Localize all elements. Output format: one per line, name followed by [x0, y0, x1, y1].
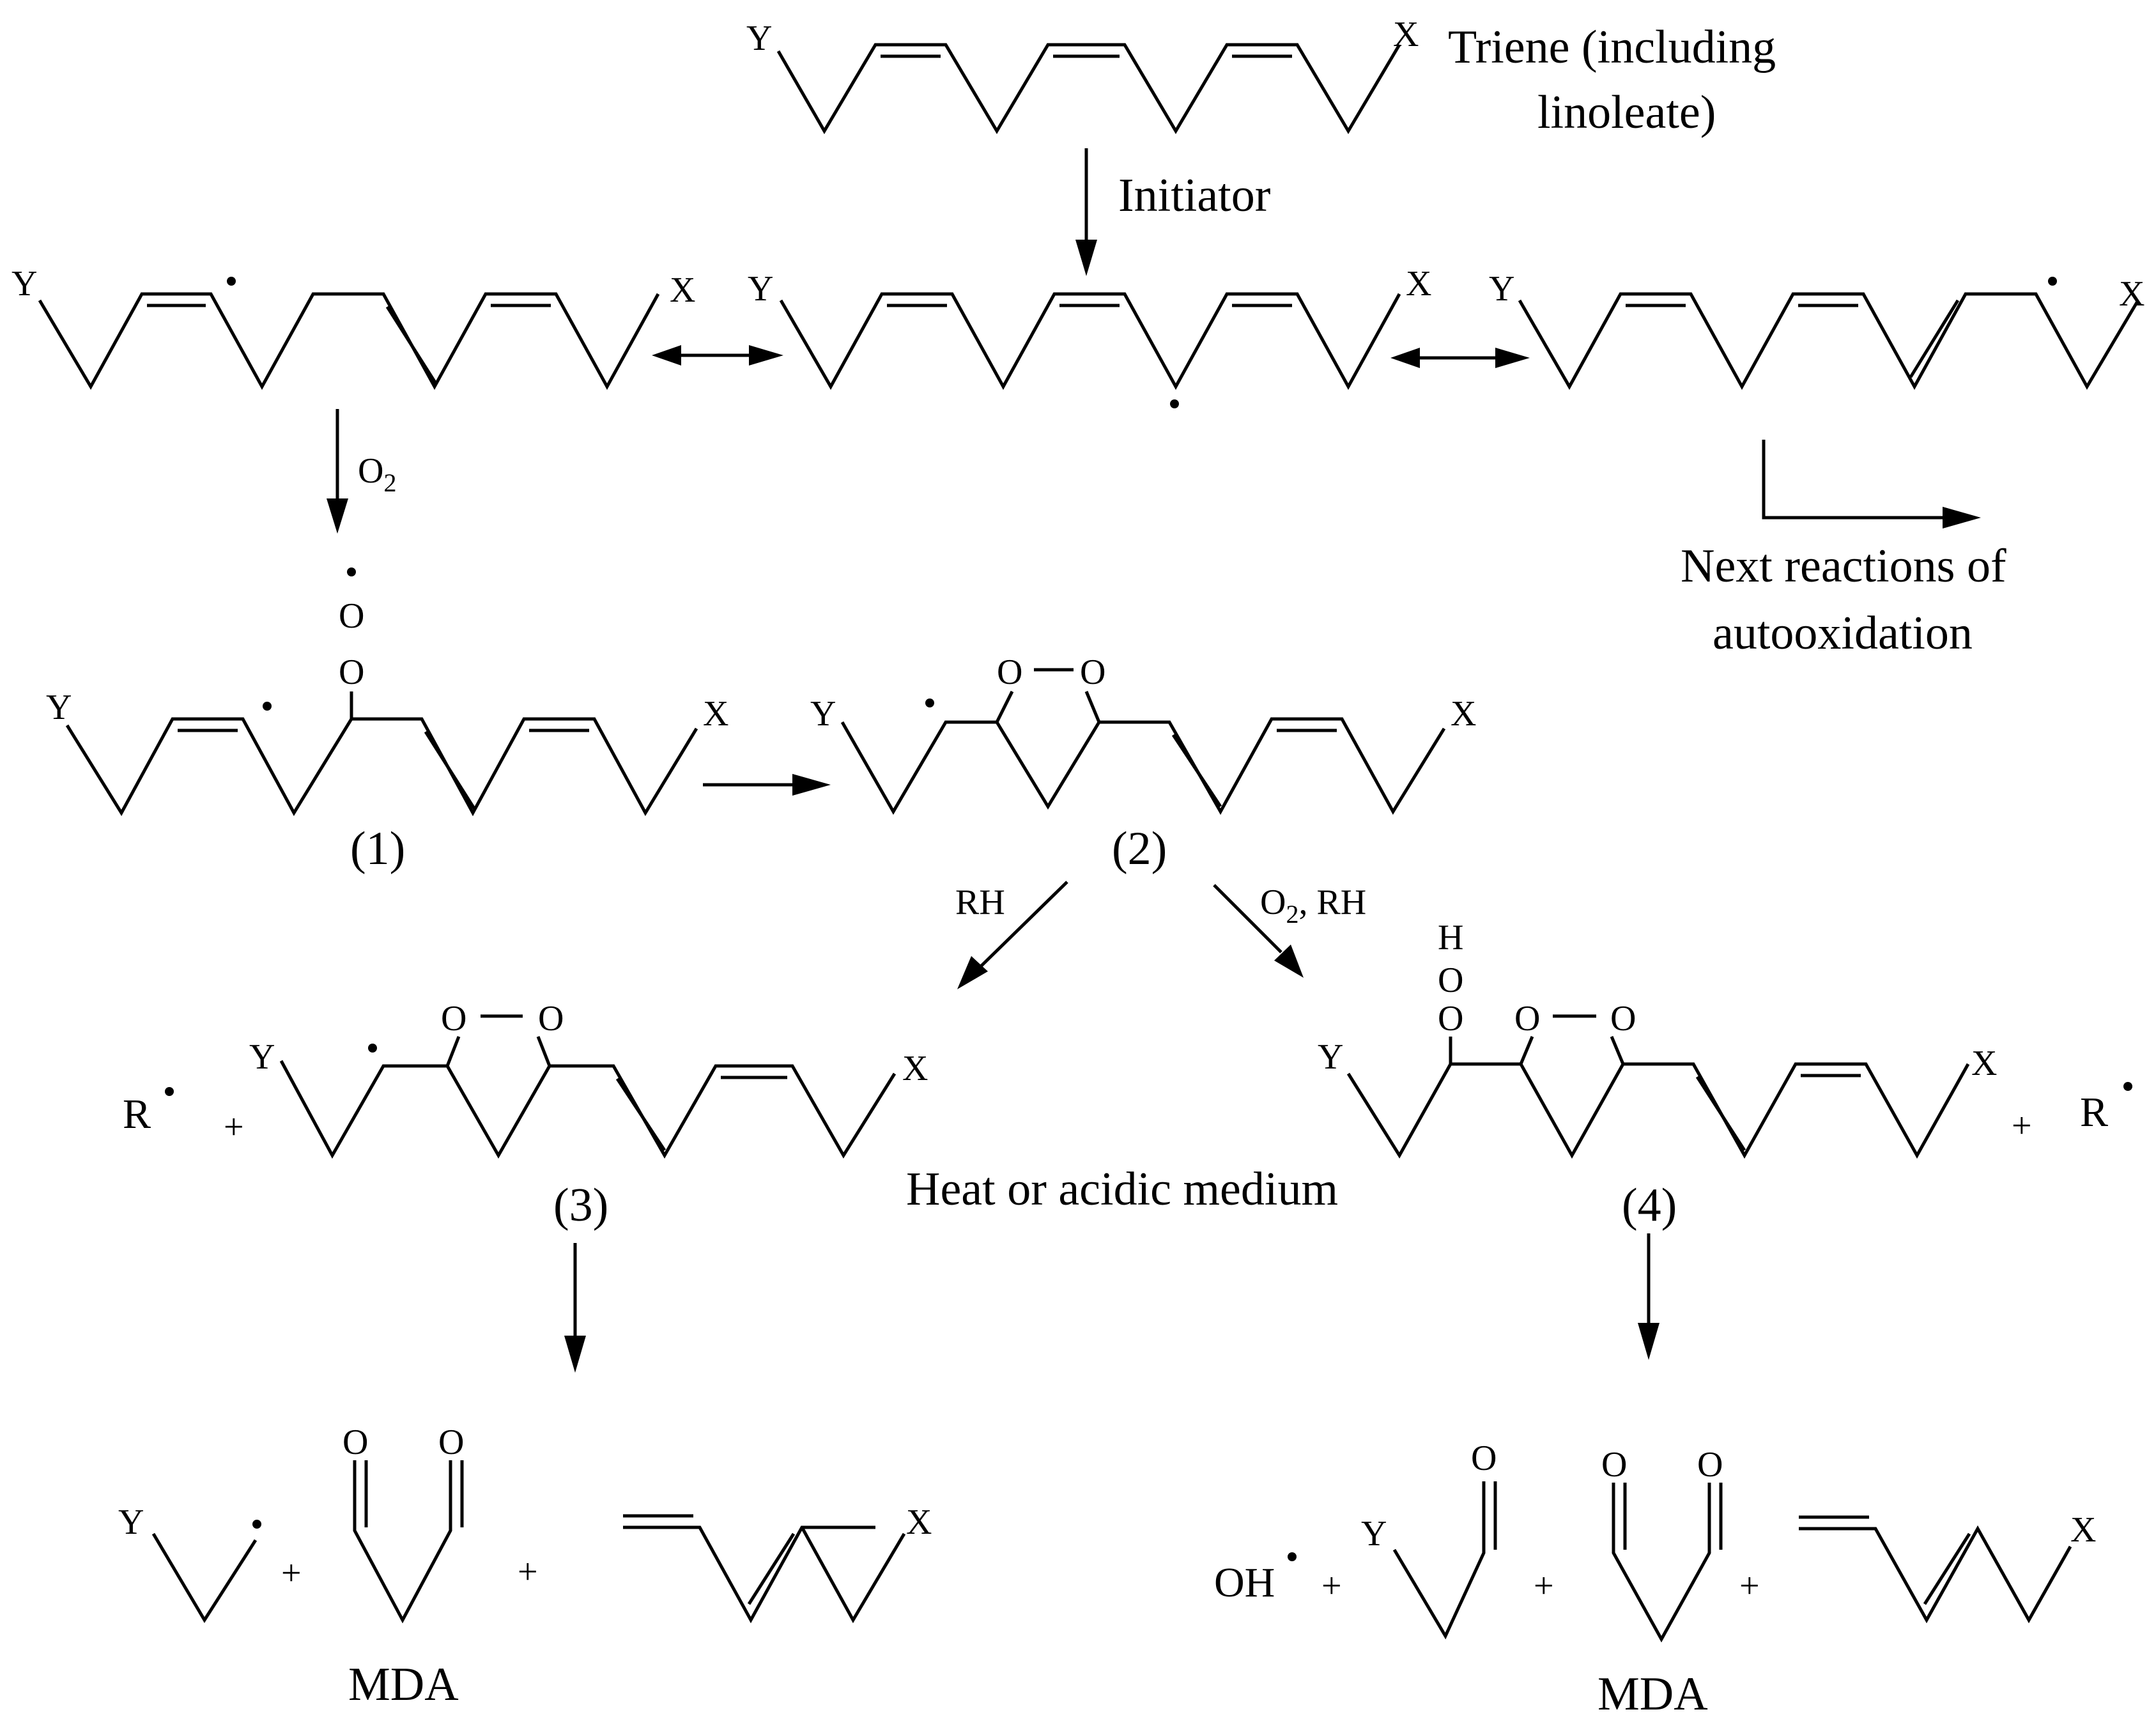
- atom-y: Y: [1489, 269, 1514, 309]
- atom-o: O: [1438, 999, 1463, 1038]
- r-radical-label: R: [2080, 1089, 2108, 1136]
- atom-o: O: [343, 1423, 368, 1462]
- atom-x: X: [2119, 274, 2144, 314]
- radical-middle-structure: Y X: [748, 264, 1431, 408]
- triene-label-line1: Triene (including: [1448, 21, 1776, 73]
- atom-y: Y: [118, 1502, 144, 1542]
- atom-y: Y: [810, 694, 836, 734]
- radical-right-structure: Y X: [1489, 269, 2144, 390]
- atom-x: X: [1393, 15, 1419, 54]
- triene-structure: Y X: [746, 15, 1419, 134]
- resonance-arrow-left: [652, 345, 783, 366]
- compound-2-number: (2): [1112, 822, 1167, 875]
- atom-y: Y: [46, 688, 72, 727]
- atom-o: O: [1080, 652, 1105, 692]
- atom-y: Y: [249, 1037, 275, 1077]
- mda-left-structure: O O: [343, 1423, 464, 1624]
- compound-3-structure: O O Y X: [249, 999, 928, 1159]
- atom-y: Y: [1361, 1514, 1387, 1554]
- resonance-arrow-right: [1390, 348, 1530, 368]
- oxygen-label: O2: [358, 451, 396, 497]
- atom-x: X: [1451, 694, 1476, 734]
- atom-y: Y: [748, 269, 773, 309]
- compound-4-structure: H O O O O Y X: [1318, 918, 1997, 1159]
- arrow-4-down: [1638, 1233, 1659, 1360]
- compound-1-structure: O O Y X: [46, 567, 728, 817]
- arrow-3-down: [564, 1243, 586, 1373]
- compound-3-number: (3): [553, 1179, 608, 1231]
- aldehyde-structure: Y O: [1361, 1439, 1497, 1640]
- initiator-label: Initiator: [1118, 169, 1270, 222]
- radical-left-structure: Y X: [12, 264, 695, 390]
- initiator-arrow: [1075, 148, 1097, 276]
- arrow-1-to-2: [703, 774, 831, 796]
- atom-x: X: [2070, 1510, 2096, 1550]
- atom-o: O: [339, 596, 364, 636]
- triene-label-line2: linoleate): [1537, 86, 1716, 139]
- next-reactions-arrow: [1762, 440, 1981, 529]
- atom-o: O: [1697, 1445, 1723, 1485]
- atom-o: O: [438, 1423, 464, 1462]
- atom-x: X: [902, 1049, 928, 1088]
- heat-label: Heat or acidic medium: [906, 1163, 1338, 1216]
- atom-o: O: [1471, 1439, 1497, 1478]
- next-reactions-line1: Next reactions of: [1681, 540, 2006, 592]
- product-y-radical-left: Y: [118, 1502, 261, 1623]
- atom-o: O: [441, 999, 466, 1038]
- atom-o: O: [339, 652, 364, 692]
- rh-arrow: [957, 881, 1068, 989]
- o2-rh-arrow: [1213, 884, 1304, 978]
- plus-sign: +: [224, 1107, 244, 1147]
- next-reactions-line2: autooxidation: [1713, 607, 1973, 660]
- hydroxyl-radical-label: OH: [1214, 1559, 1275, 1606]
- atom-h: H: [1438, 918, 1463, 957]
- compound-4-number: (4): [1622, 1179, 1677, 1231]
- plus-sign: +: [1321, 1566, 1342, 1606]
- plus-sign: +: [1534, 1566, 1554, 1606]
- r-radical-label: R: [123, 1091, 151, 1138]
- atom-x: X: [1971, 1044, 1997, 1083]
- atom-o: O: [1610, 999, 1636, 1038]
- mda-right-label: MDA: [1598, 1668, 1708, 1720]
- plus-sign: +: [281, 1554, 302, 1593]
- atom-y: Y: [746, 19, 772, 58]
- atom-o: O: [538, 999, 564, 1038]
- diene-left-structure: X: [623, 1502, 932, 1624]
- atom-y: Y: [12, 264, 37, 304]
- atom-x: X: [703, 694, 728, 734]
- atom-o: O: [997, 652, 1022, 692]
- atom-o: O: [1438, 961, 1463, 1000]
- atom-x: X: [906, 1502, 932, 1542]
- plus-sign: +: [1739, 1566, 1760, 1606]
- atom-x: X: [670, 270, 695, 310]
- mda-right-structure: O O: [1601, 1445, 1723, 1643]
- plus-sign: +: [2012, 1106, 2032, 1146]
- atom-o: O: [1514, 999, 1540, 1038]
- atom-y: Y: [1318, 1037, 1343, 1077]
- atom-x: X: [1406, 264, 1431, 304]
- compound-1-number: (1): [350, 822, 405, 875]
- o2-rh-label: O2, RH: [1260, 883, 1366, 929]
- compound-2-structure: O O Y X: [810, 652, 1476, 815]
- atom-o: O: [1601, 1445, 1627, 1485]
- plus-sign: +: [518, 1552, 538, 1592]
- mda-left-label: MDA: [348, 1658, 459, 1711]
- diene-right-structure: X: [1799, 1510, 2096, 1624]
- rh-label: RH: [955, 883, 1005, 922]
- oxygen-arrow: [327, 409, 348, 534]
